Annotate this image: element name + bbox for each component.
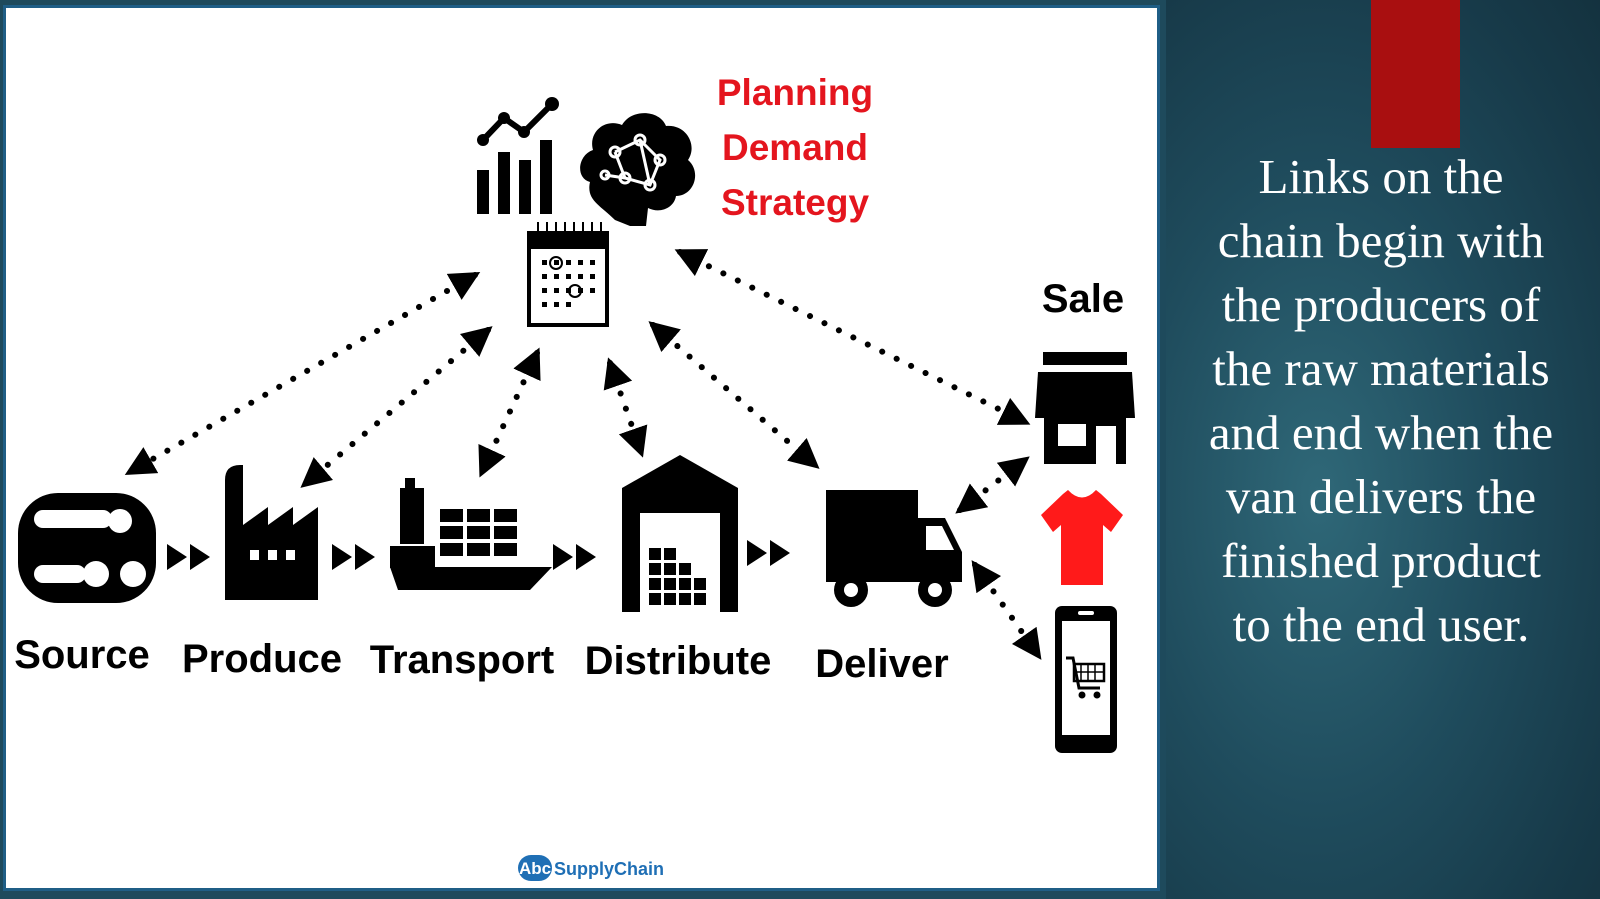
cargo-ship-icon [390, 478, 552, 590]
link-transport-arrow [478, 347, 541, 478]
link-source-arrow [124, 272, 481, 475]
red-accent-bar [1371, 0, 1460, 148]
planning-label: Planning [717, 72, 873, 113]
stage-label-produce: Produce [182, 637, 342, 681]
calendar-icon [527, 222, 609, 327]
link-deliver-online-arrow [971, 560, 1042, 660]
link-deliver-arrow [648, 321, 820, 469]
description-text: Links on the chain begin with the produc… [1208, 149, 1554, 652]
strategy-label: Strategy [721, 182, 869, 223]
link-produce-arrow [300, 326, 493, 488]
brain-strategy-icon [580, 113, 696, 226]
stage-label-deliver: Deliver [815, 642, 948, 686]
link-deliver-store-arrow [955, 456, 1030, 514]
flow-arrow-transport-distribute [553, 544, 596, 570]
flow-arrow-source-produce [167, 544, 210, 570]
link-sale-arrow [674, 249, 1031, 425]
store-icon [1035, 352, 1135, 464]
t-shirt-icon [1041, 490, 1123, 585]
stage-label-source: Source [14, 633, 150, 677]
abc-supplychain-logo: Abc SupplyChain [518, 855, 664, 881]
delivery-truck-icon [826, 490, 962, 607]
mobile-shop-icon [1055, 606, 1117, 753]
logo-name-text: SupplyChain [554, 859, 664, 879]
sale-label: Sale [1042, 277, 1124, 321]
link-distribute-arrow [603, 357, 648, 458]
flow-arrow-produce-transport [332, 544, 375, 570]
stage-label-distribute: Distribute [585, 639, 772, 683]
stage-label-transport: Transport [370, 638, 554, 682]
warehouse-icon [622, 455, 738, 612]
analytics-chart-icon [477, 97, 559, 214]
flow-arrow-distribute-deliver [747, 540, 790, 566]
side-panel [1166, 0, 1600, 899]
logs-icon [18, 493, 156, 603]
supply-chain-diagram: Planning Demand Strategy [14, 72, 1135, 881]
flow-arrows [167, 540, 790, 570]
factory-icon [225, 465, 318, 600]
planning-links [124, 249, 1042, 660]
logo-badge-text: Abc [519, 859, 551, 878]
shopping-cart-icon [1066, 656, 1106, 699]
demand-label: Demand [722, 127, 868, 168]
